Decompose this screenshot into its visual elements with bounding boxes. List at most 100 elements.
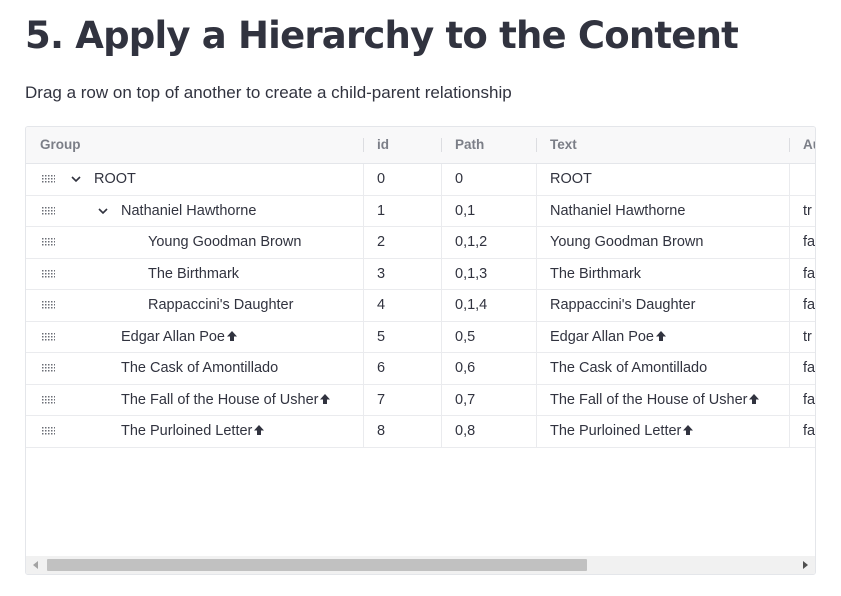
text-label: The Fall of the House of Usher — [550, 391, 748, 408]
text-cell: The Fall of the House of Usher — [550, 385, 786, 416]
arrow-up-icon — [320, 393, 331, 404]
au-cell: tr — [803, 202, 812, 219]
column-divider — [441, 416, 442, 447]
text-cell: Nathaniel Hawthorne — [550, 196, 786, 227]
column-divider — [441, 195, 442, 226]
column-divider — [536, 164, 537, 195]
column-divider — [441, 227, 442, 258]
path-cell: 0,8 — [455, 423, 476, 439]
column-divider — [536, 258, 537, 289]
drag-handle-icon[interactable] — [42, 364, 55, 373]
au-cell — [803, 164, 815, 195]
path-cell: 0,1,3 — [455, 265, 488, 282]
column-divider — [363, 195, 364, 226]
path-cell: 0,6 — [455, 360, 476, 376]
header-au[interactable]: Au — [803, 137, 815, 152]
drag-handle-icon[interactable] — [42, 332, 55, 342]
caret-right-icon[interactable] — [800, 560, 810, 570]
group-cell: Young Goodman Brown — [148, 227, 356, 258]
column-divider — [536, 384, 537, 415]
group-label: The Birthmark — [148, 265, 240, 282]
drag-handle-icon[interactable] — [42, 269, 55, 279]
id-cell: 0 — [377, 171, 386, 187]
au-cell: fa — [803, 360, 816, 376]
column-divider — [789, 416, 790, 447]
scrollbar-thumb[interactable] — [47, 559, 587, 571]
caret-left-icon[interactable] — [31, 560, 41, 570]
arrow-up-icon — [749, 393, 760, 404]
drag-handle-icon[interactable] — [42, 395, 55, 405]
path-cell: 0 — [455, 171, 464, 187]
horizontal-scrollbar[interactable] — [26, 556, 815, 574]
group-label: The Fall of the House of Usher — [121, 391, 319, 408]
column-divider — [789, 384, 790, 415]
path-cell: 0,5 — [455, 328, 476, 345]
drag-handle-icon[interactable] — [42, 175, 55, 184]
group-label: The Purloined Letter — [121, 423, 253, 439]
column-divider — [363, 258, 364, 289]
group-label: Young Goodman Brown — [148, 234, 302, 250]
group-cell: The Fall of the House of Usher — [121, 385, 356, 416]
text-cell: The Purloined Letter — [550, 416, 786, 447]
header-separator — [441, 138, 442, 152]
group-cell: The Cask of Amontillado — [121, 353, 356, 384]
text-label: The Purloined Letter — [550, 423, 682, 439]
header-path[interactable]: Path — [455, 137, 485, 152]
column-divider — [363, 290, 364, 321]
column-divider — [536, 416, 537, 447]
column-divider — [536, 353, 537, 384]
id-cell: 7 — [377, 391, 386, 408]
table-row[interactable]: The Fall of the House of Usher 7 0,7 The Fa… — [26, 384, 815, 416]
page-subtitle: Drag a row on top of another to create a… — [25, 83, 512, 102]
group-label: ROOT — [94, 171, 136, 187]
path-cell: 0,7 — [455, 391, 476, 408]
header-group[interactable]: Group — [40, 137, 81, 152]
path-cell: 0,1,4 — [455, 297, 488, 313]
drag-handle-icon[interactable] — [42, 427, 55, 436]
header-text[interactable]: Text — [550, 137, 577, 152]
column-divider — [441, 258, 442, 289]
column-divider — [363, 321, 364, 352]
arrow-up-icon — [683, 425, 694, 435]
column-divider — [789, 290, 790, 321]
text-label: The Birthmark — [550, 265, 642, 282]
text-cell: Rappaccini's Daughter — [550, 290, 786, 321]
drag-handle-icon[interactable] — [42, 301, 55, 310]
page-title: 5. Apply a Hierarchy to the Content — [25, 14, 739, 57]
column-divider — [536, 227, 537, 258]
header-id[interactable]: id — [377, 137, 389, 152]
arrow-up-icon — [227, 330, 237, 341]
column-divider — [789, 258, 790, 289]
column-divider — [536, 321, 537, 352]
id-cell: 4 — [377, 297, 386, 313]
column-divider — [789, 353, 790, 384]
text-cell: The Cask of Amontillado — [550, 353, 786, 384]
text-label: Young Goodman Brown — [550, 234, 704, 250]
column-divider — [441, 384, 442, 415]
arrow-up-icon — [656, 330, 666, 341]
drag-handle-icon[interactable] — [42, 238, 55, 247]
grid-header: Group id Path Text Au — [26, 127, 815, 164]
header-separator — [789, 138, 790, 152]
column-divider — [363, 164, 364, 195]
text-cell: Young Goodman Brown — [550, 227, 786, 258]
au-cell: tr — [803, 328, 812, 345]
group-cell: Edgar Allan Poe — [121, 322, 356, 353]
column-divider — [789, 227, 790, 258]
chevron-down-icon[interactable] — [97, 205, 109, 217]
text-label: Rappaccini's Daughter — [550, 297, 696, 313]
drag-handle-icon[interactable] — [42, 206, 55, 216]
group-cell: The Purloined Letter — [121, 416, 356, 447]
chevron-down-icon[interactable] — [70, 173, 82, 185]
text-cell: Edgar Allan Poe — [550, 322, 786, 353]
column-divider — [536, 195, 537, 226]
